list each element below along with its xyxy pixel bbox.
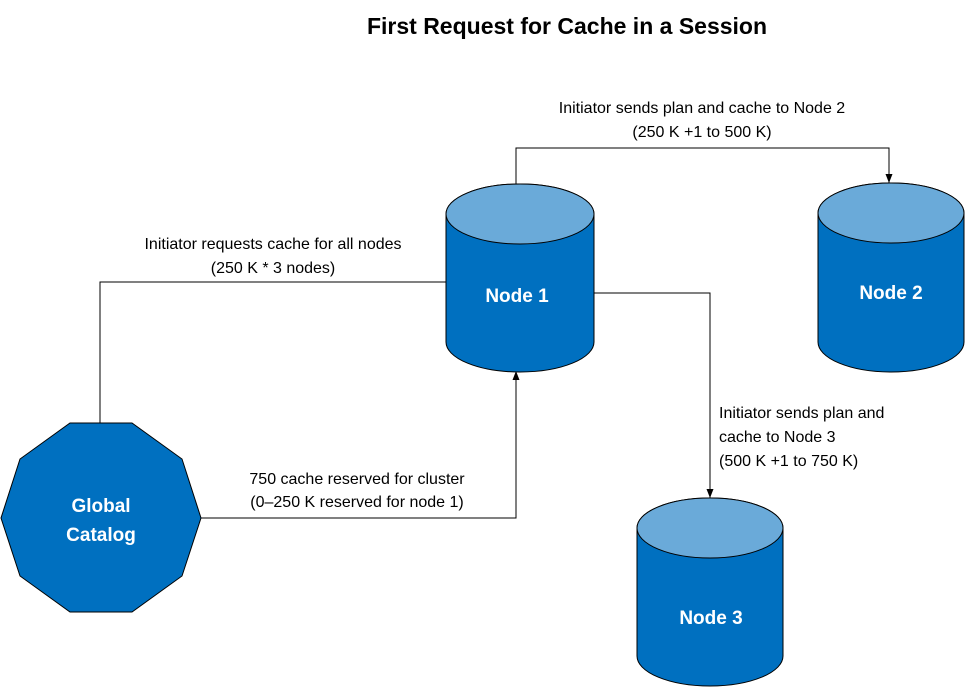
edge-node1-to-catalog	[96, 281, 446, 433]
node-1-label: Node 1	[485, 286, 549, 307]
node-1-cylinder[interactable]: Node 1	[445, 183, 595, 373]
global-catalog-shape	[0, 422, 202, 613]
global-catalog-label-line1: Global	[71, 496, 130, 517]
label-to-catalog: Initiator requests cache for all nodes (…	[144, 236, 401, 277]
label-to-node3-line2: cache to Node 3	[719, 429, 836, 446]
label-to-catalog-line2: (250 K * 3 nodes)	[211, 260, 336, 277]
label-to-node3-line3: (500 K +1 to 750 K)	[719, 453, 858, 470]
label-to-node1-line1: 750 cache reserved for cluster	[249, 471, 465, 488]
node-2-cylinder[interactable]: Node 2	[817, 182, 965, 373]
node-3-label: Node 3	[679, 608, 742, 629]
label-to-node3-line1: Initiator sends plan and	[719, 405, 884, 422]
edge-catalog-to-node1	[201, 371, 520, 519]
label-to-node1: 750 cache reserved for cluster (0–250 K …	[249, 471, 465, 511]
label-to-node2-line1: Initiator sends plan and cache to Node 2	[559, 100, 846, 117]
label-to-node2-line2: (250 K +1 to 500 K)	[632, 124, 771, 141]
node-3-top	[636, 497, 784, 559]
diagram-title: First Request for Cache in a Session	[367, 13, 767, 39]
edge-node1-to-node3	[594, 292, 714, 498]
node-3-cylinder[interactable]: Node 3	[636, 497, 784, 687]
label-to-node1-line2: (0–250 K reserved for node 1)	[250, 494, 463, 511]
node-2-label: Node 2	[859, 283, 922, 304]
label-to-node3: Initiator sends plan and cache to Node 3…	[719, 405, 884, 470]
label-to-node2: Initiator sends plan and cache to Node 2…	[559, 100, 846, 141]
label-to-catalog-line1: Initiator requests cache for all nodes	[144, 236, 401, 253]
node-2-top	[817, 182, 965, 244]
global-catalog-label-line2: Catalog	[66, 525, 136, 546]
global-catalog-decagon[interactable]: Global Catalog	[0, 422, 202, 613]
edge-node1-to-node2	[515, 147, 893, 184]
node-1-top	[445, 183, 595, 245]
